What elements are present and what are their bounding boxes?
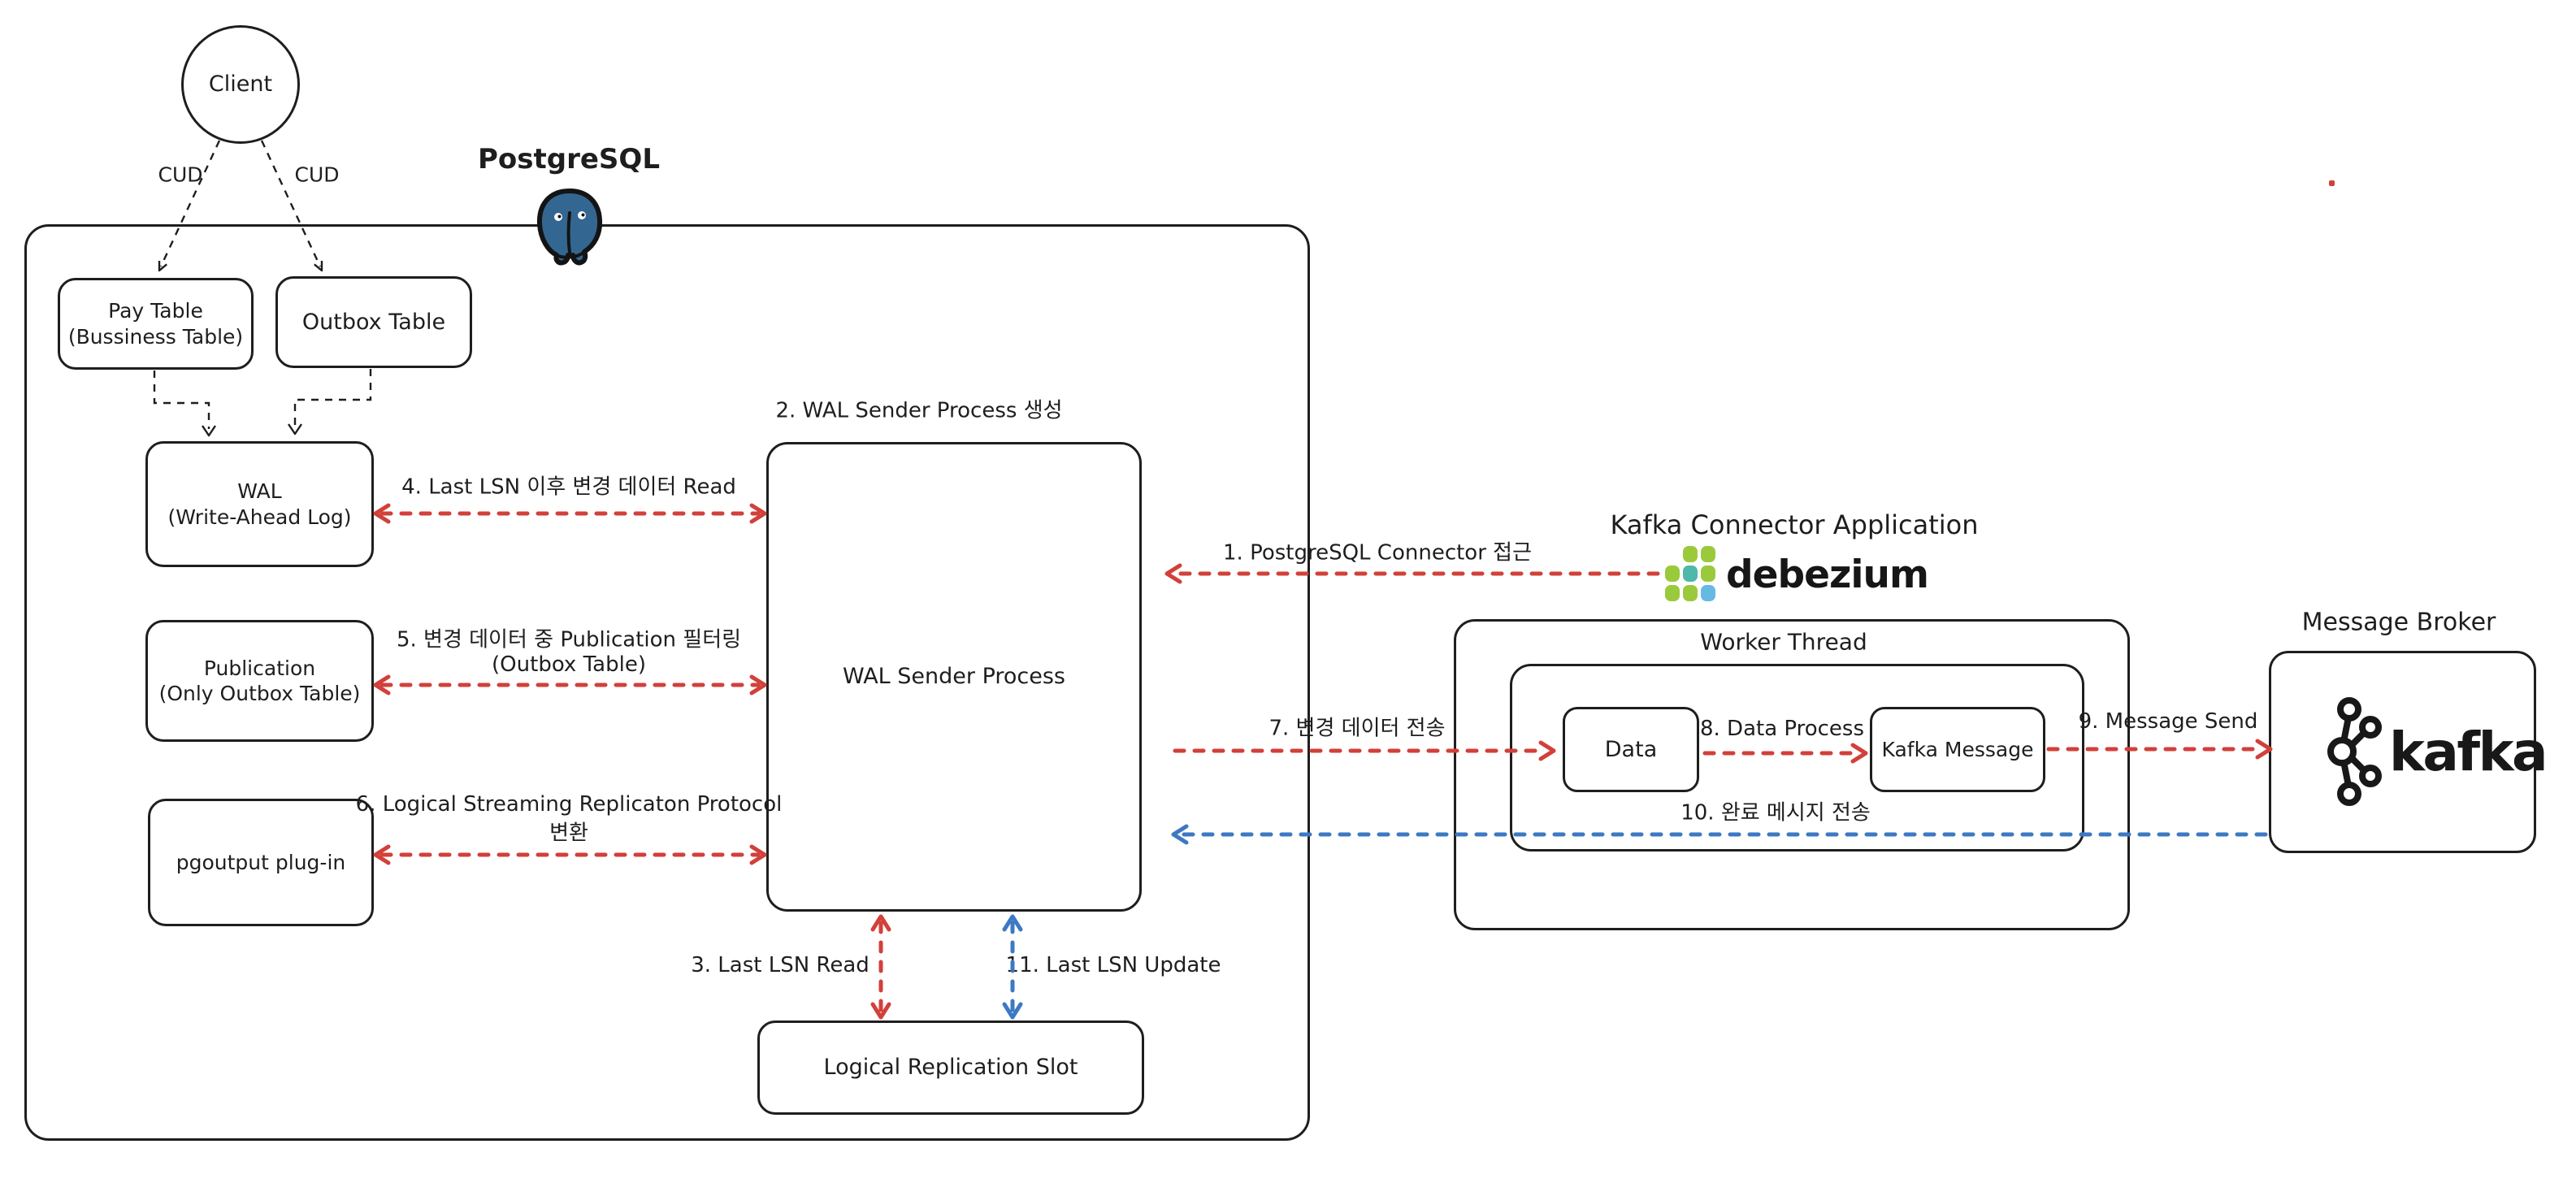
pgoutput-label: pgoutput plug-in (176, 850, 346, 874)
client-label: Client (208, 72, 273, 98)
wal-line1: WAL (237, 479, 282, 504)
outbox-table-node: Outbox Table (275, 276, 472, 368)
step3-label: 3. Last LSN Read (691, 953, 870, 977)
outbox-table-label: Outbox Table (301, 309, 446, 335)
step9-label: 9. Message Send (2078, 709, 2258, 734)
wal-sender-label: WAL Sender Process (842, 664, 1066, 690)
connector-app-title: Kafka Connector Application (1610, 509, 1979, 540)
pay-table-node: Pay Table (Bussiness Table) (58, 278, 254, 370)
step5-label-line1: 5. 변경 데이터 중 Publication 필터링 (396, 627, 742, 652)
step4-label: 4. Last LSN 이후 변경 데이터 Read (401, 474, 736, 500)
data-label: Data (1604, 736, 1658, 762)
step6-label-line2: 변환 (549, 821, 588, 846)
kafka-message-label: Kafka Message (1881, 737, 2034, 761)
step10-label: 10. 완료 메시지 전송 (1680, 800, 1871, 826)
replication-slot-node: Logical Replication Slot (757, 1020, 1144, 1115)
postgresql-logo (531, 187, 608, 268)
publication-line2: (Only Outbox Table) (158, 682, 361, 705)
worker-thread-title: Worker Thread (1700, 628, 1867, 656)
kafka-broker-box (2269, 651, 2536, 853)
debezium-tiles-icon (1665, 546, 1715, 601)
client-node: Client (181, 25, 300, 144)
postgresql-elephant-icon (536, 188, 603, 266)
publication-line1: Publication (203, 656, 316, 680)
step1-label: 1. PostgreSQL Connector 접근 (1222, 540, 1533, 566)
postgresql-title: PostgreSQL (478, 143, 660, 176)
step2-label: 2. WAL Sender Process 생성 (775, 398, 1063, 423)
wal-node: WAL (Write-Ahead Log) (145, 441, 374, 567)
message-broker-title: Message Broker (2301, 608, 2496, 637)
pay-table-line2: (Bussiness Table) (67, 324, 244, 349)
kafka-message-node: Kafka Message (1870, 707, 2045, 792)
debezium-wordmark: debezium (1726, 552, 1929, 597)
stray-red-dot (2329, 180, 2335, 186)
step5-label-line2: (Outbox Table) (492, 652, 646, 677)
data-node: Data (1563, 707, 1699, 792)
kafka-icon (2327, 697, 2382, 806)
cud-right-label: CUD (294, 162, 340, 187)
debezium-logo: debezium (1664, 546, 1929, 603)
pgoutput-node: pgoutput plug-in (148, 799, 374, 926)
pay-table-line1: Pay Table (108, 299, 203, 323)
step11-label: 11. Last LSN Update (1005, 953, 1221, 977)
kafka-wordmark: kafka (2389, 720, 2548, 783)
step6-label-line1: 6. Logical Streaming Replicaton Protocol (355, 792, 783, 817)
replication-slot-label: Logical Replication Slot (823, 1055, 1078, 1081)
wal-line2: (Write-Ahead Log) (167, 505, 352, 529)
kafka-logo: kafka (2326, 695, 2548, 808)
publication-node: Publication (Only Outbox Table) (145, 620, 374, 742)
cud-left-label: CUD (158, 162, 203, 187)
wal-sender-node: WAL Sender Process (766, 442, 1142, 912)
step8-label: 8. Data Process (1699, 717, 1865, 741)
step7-label: 7. 변경 데이터 전송 (1268, 716, 1446, 741)
